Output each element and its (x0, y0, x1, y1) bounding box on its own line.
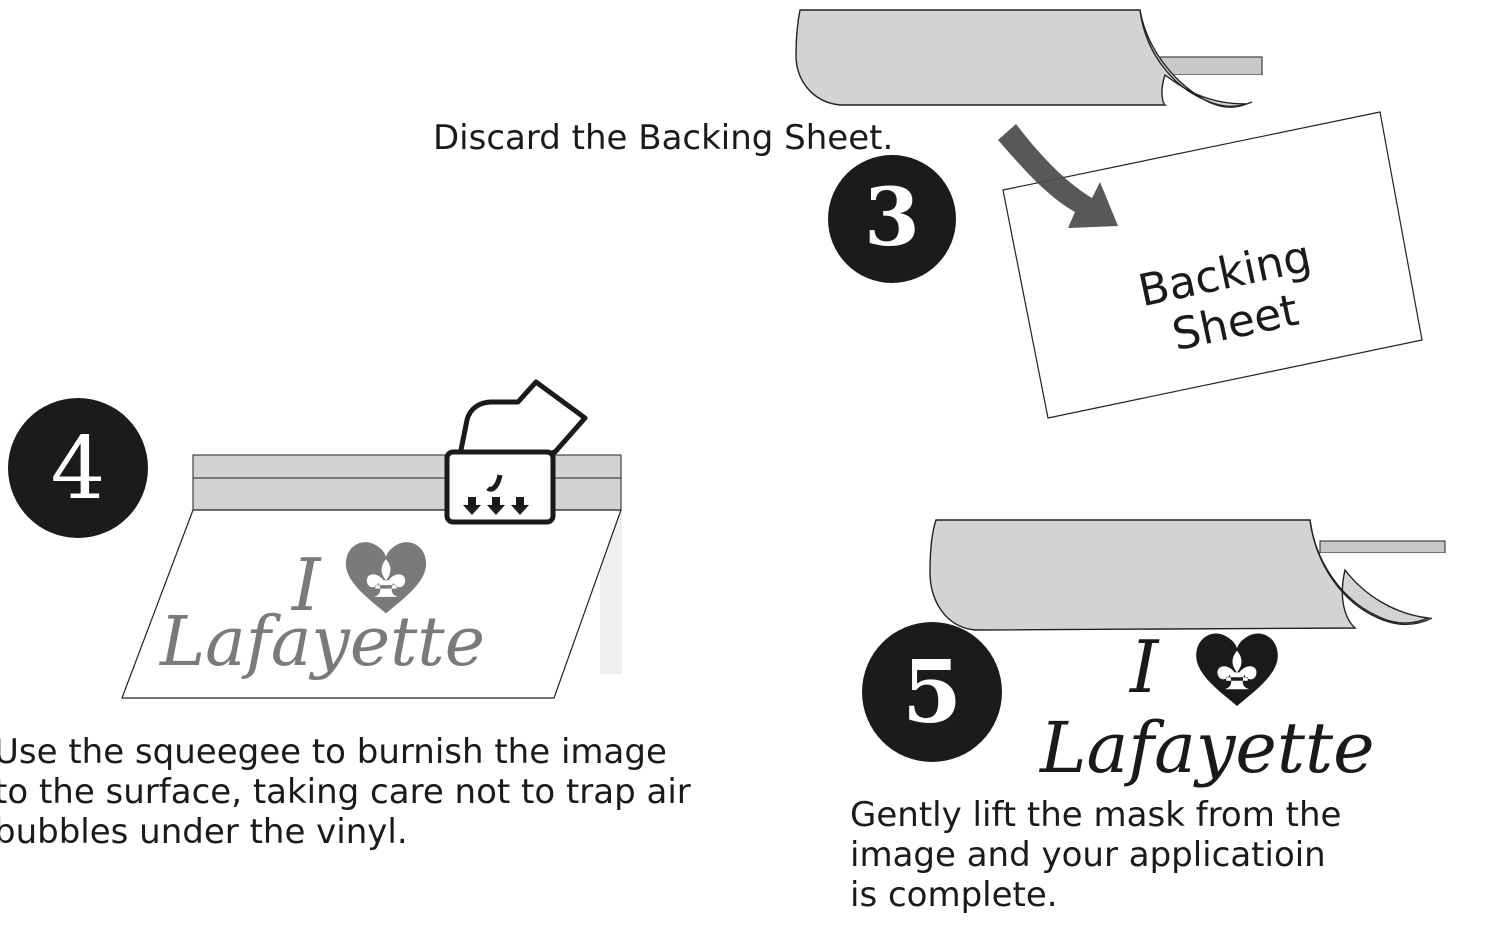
step-4-mask-strips (193, 455, 621, 510)
step-3-mask-sheet (796, 10, 1262, 108)
step-4-group: 4 I Lafayette (8, 382, 622, 698)
backing-sheet: Backing Sheet (1003, 112, 1422, 418)
step-3-caption: Discard the Backing Sheet. (433, 118, 893, 158)
step-5-caption-line-3: is complete. (850, 875, 1341, 915)
step-5-artwork-line1: I (1128, 625, 1160, 709)
fleur-de-lis-heart-icon (1196, 634, 1278, 706)
step-3-number: 3 (864, 170, 920, 264)
step-5-caption: Gently lift the mask from the image and … (850, 795, 1341, 915)
step-4-caption-line-3: bubbles under the vinyl. (0, 812, 691, 852)
step-5-mask-sheet (930, 520, 1445, 630)
step-5-caption-line-2: image and your applicatioin (850, 835, 1341, 875)
step-4-number: 4 (51, 419, 106, 519)
step-5-number: 5 (902, 642, 962, 743)
step-5-number-badge: 5 (862, 622, 1002, 762)
step-5-group: 5 I Lafayette (862, 520, 1445, 789)
step-5-artwork-line2: Lafayette (1038, 707, 1375, 789)
step-3-group: 3 Backing Sheet (796, 10, 1422, 418)
step-5-artwork: I Lafayette (1038, 625, 1375, 789)
step-3-number-badge: 3 (828, 155, 956, 283)
step-5-caption-line-1: Gently lift the mask from the (850, 795, 1341, 835)
step-4-caption-line-1: Use the squeegee to burnish the image (0, 732, 691, 772)
step-4-number-badge: 4 (8, 398, 148, 538)
step-4-artwork-line2: Lafayette (158, 603, 485, 682)
step-4-caption-line-2: to the surface, taking care not to trap … (0, 772, 691, 812)
step-4-caption: Use the squeegee to burnish the image to… (0, 732, 691, 852)
step-3-caption-line: Discard the Backing Sheet. (433, 118, 893, 158)
